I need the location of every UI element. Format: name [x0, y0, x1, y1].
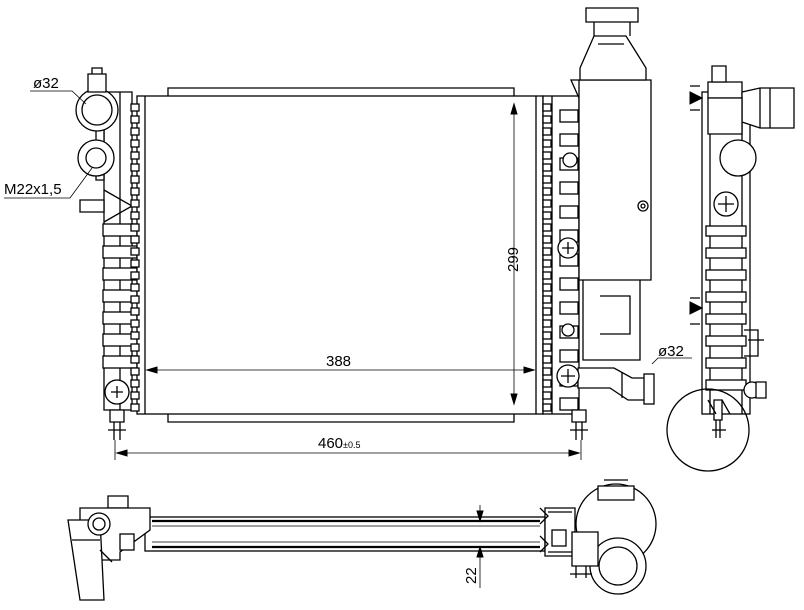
left-tank	[75, 67, 138, 440]
core-height-label: 299	[505, 247, 522, 272]
core-thickness-label: 22	[463, 567, 480, 584]
callout-thread: M22x1,5	[4, 167, 93, 199]
dimension-core-thickness: 22	[463, 505, 484, 588]
expansion-tank	[569, 7, 652, 361]
outlet-pipe	[556, 364, 655, 405]
dimension-core-height: 299	[505, 102, 522, 406]
side-view	[666, 65, 795, 472]
dimension-core-width: 388	[145, 353, 536, 374]
callout-outlet-diameter: ø32	[651, 343, 692, 365]
side-outlet-circle	[666, 388, 750, 472]
callout-inlet-diameter: ø32	[30, 75, 87, 105]
inlet-diameter-label: ø32	[33, 75, 59, 92]
top-view: 22	[67, 479, 657, 601]
drain-plug	[77, 139, 115, 177]
overall-width-label: 460±0.5	[318, 435, 360, 452]
front-view: 299 388 460±0.5 ø32 M22x1,5	[4, 7, 692, 460]
dimension-overall-width: 460±0.5	[114, 435, 582, 460]
right-tank	[542, 7, 655, 440]
radiator-core	[130, 87, 544, 423]
thread-label: M22x1,5	[4, 181, 62, 198]
outlet-diameter-label: ø32	[658, 343, 684, 360]
core-width-label: 388	[326, 353, 351, 370]
